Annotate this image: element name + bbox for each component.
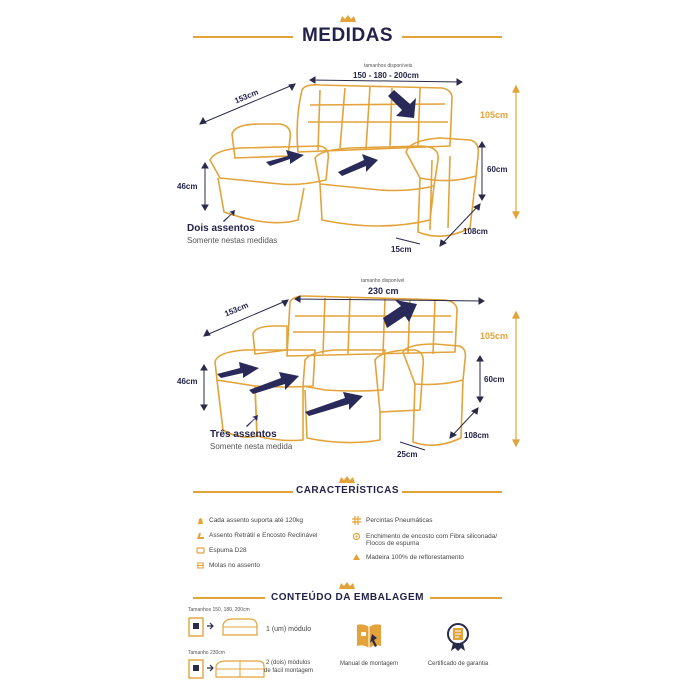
package-module2-text-1: 2 (dois) módulos	[266, 660, 311, 666]
feature-wood: Madeira 100% de reflorestamento	[366, 554, 464, 561]
package-title: CONTEÚDO DA EMBALAGEM	[271, 592, 424, 603]
feature-fiber: Enchimento de encosto com Fibra silicona…	[366, 533, 498, 540]
feature-weight: Cada assento suporta até 120kg	[209, 517, 303, 524]
header-rule-left	[193, 36, 293, 38]
sofa-module-icon	[215, 660, 265, 678]
sofa3-dimension-lines	[200, 295, 520, 451]
sofa2-width-label: 150 - 180 - 200cm	[353, 71, 419, 80]
sofa2-arm-depth-label: 108cm	[463, 227, 488, 236]
package-rule-left	[193, 597, 265, 599]
sofa2-height-label: 105cm	[480, 110, 509, 120]
manual-icon	[357, 624, 381, 648]
sofa3-caption-arrow-icon	[246, 415, 258, 427]
recline-icon	[197, 533, 204, 539]
sofa3-arm-width-label: 25cm	[397, 450, 418, 459]
package-size1-label: Tamanhos 150, 180, 200cm	[188, 607, 250, 613]
sofa3-width-label: 230 cm	[368, 286, 399, 296]
crown-icon	[339, 582, 355, 589]
package-warranty-label: Certificado de garantia	[427, 661, 489, 667]
features-title: CARACTERÍSTICAS	[295, 485, 400, 496]
webbing-icon	[352, 516, 361, 525]
package-manual-label: Manual de montagem	[339, 661, 399, 667]
feature-webbing: Percintas Pneumáticas	[366, 517, 433, 524]
sofa2-seat-height-label: 46cm	[177, 182, 198, 191]
sofa2-sizes-note: tamanhos disponíveis	[364, 63, 413, 69]
crown-icon	[339, 476, 355, 483]
box-icon	[188, 617, 214, 637]
sofa-two-seats-drawing	[209, 84, 480, 237]
sofa3-size-note: tamanho disponível	[361, 278, 405, 284]
feature-fiber-line2: Flocos de espuma	[366, 540, 420, 547]
sofa3-seat-height-label: 46cm	[177, 377, 198, 386]
wood-icon	[353, 554, 360, 560]
sofa-three-seats-drawing	[214, 295, 467, 446]
page-title: MEDIDAS	[301, 25, 394, 46]
foam-icon	[196, 547, 205, 554]
spring-icon	[197, 562, 204, 569]
package-module2-text-2: de fácil montagem	[264, 668, 314, 674]
feature-spring: Molas no assento	[209, 562, 260, 569]
package-rule-right	[430, 597, 502, 599]
sofa2-caption-sub: Somente nestas medidas	[187, 236, 278, 245]
package-module1-text: 1 (um) módulo	[266, 626, 312, 633]
sofa2-caption-title: Dois assentos	[187, 223, 255, 234]
feature-foam: Espuma D28	[209, 547, 247, 554]
sofa2-dimension-lines	[199, 76, 520, 247]
features-rule-right	[402, 491, 502, 493]
weight-icon	[198, 518, 203, 524]
crown-icon	[340, 15, 356, 22]
warranty-icon	[447, 623, 469, 651]
features-rule-left	[193, 491, 293, 493]
sofa3-caption-title: Três assentos	[210, 429, 277, 440]
fiber-icon	[352, 532, 361, 541]
sofa3-arm-height-label: 60cm	[484, 375, 505, 384]
sofa2-caption-arrow-icon	[223, 210, 235, 222]
sofa3-arm-depth-label: 108cm	[464, 431, 489, 440]
sofa2-arm-height-label: 60cm	[487, 165, 508, 174]
sofa3-caption-sub: Somente nesta medida	[210, 442, 293, 451]
package-size2-label: Tamanho 230cm	[188, 650, 225, 656]
sofa3-height-label: 105cm	[480, 331, 509, 341]
sofa2-arm-width-label: 15cm	[391, 245, 412, 254]
sofa-module-icon	[222, 618, 258, 636]
feature-recline: Assento Retrátil e Encosto Reclinável	[209, 532, 318, 539]
box-icon	[188, 659, 214, 679]
header-rule-right	[402, 36, 502, 38]
